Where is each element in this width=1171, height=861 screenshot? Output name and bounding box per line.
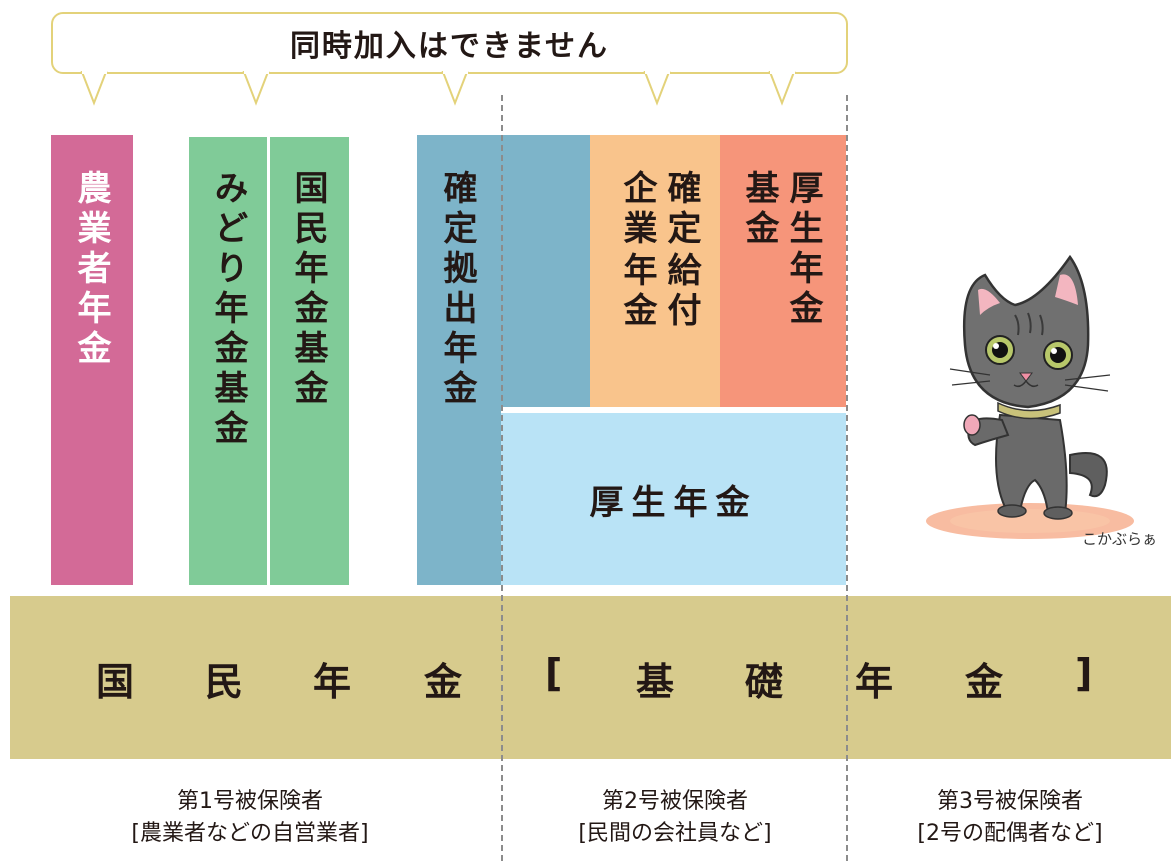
bubble-text: 同時加入はできません bbox=[289, 29, 610, 64]
group2-title: 第2号被保険者 bbox=[602, 789, 748, 814]
base-pension-band bbox=[10, 596, 1171, 759]
defined-benefit-label-col2-rest: 年金 bbox=[617, 252, 657, 332]
farmers-pension-bar bbox=[51, 135, 133, 585]
base-char-10: ] bbox=[1075, 651, 1093, 695]
mascot-caption: こかぶらぁ bbox=[1082, 530, 1158, 548]
defined-benefit-label-col1-rest: 給付 bbox=[661, 252, 701, 332]
midori-fund-label: みどり年金基金 bbox=[208, 170, 248, 450]
employees-pension-box bbox=[501, 413, 846, 585]
divider-right bbox=[846, 95, 848, 861]
group2-label: 第2号被保険者 [民間の会社員など] bbox=[515, 786, 835, 850]
base-char-2: 民 bbox=[205, 660, 244, 704]
group1-sub: [農業者などの自営業者] bbox=[131, 821, 369, 846]
base-char-8: 年 bbox=[855, 660, 894, 704]
group1-label: 第1号被保険者 [農業者などの自営業者] bbox=[60, 786, 440, 850]
base-char-7: 礎 bbox=[745, 660, 784, 704]
divider-left bbox=[501, 95, 503, 861]
base-char-5: [ bbox=[545, 651, 563, 695]
base-char-9: 金 bbox=[965, 660, 1004, 704]
defined-contribution-bar bbox=[417, 135, 501, 585]
base-char-1: 国 bbox=[96, 660, 135, 704]
farmers-pension-label: 農業者年金 bbox=[71, 170, 111, 370]
national-pension-fund-bar bbox=[270, 137, 349, 585]
defined-contribution-label: 確定拠出年金 bbox=[437, 170, 477, 410]
defined-benefit-label-col1: 確定 bbox=[661, 170, 701, 250]
group2-sub: [民間の会社員など] bbox=[578, 821, 772, 846]
base-char-6: 基 bbox=[636, 660, 675, 704]
base-char-4: 金 bbox=[424, 660, 463, 704]
midori-fund-bar bbox=[189, 137, 267, 585]
mascot-cat-illustration bbox=[926, 254, 1134, 539]
employees-pension-fund-label-col1: 厚生年金 bbox=[783, 170, 823, 330]
group3-sub: [2号の配偶者など] bbox=[917, 821, 1103, 846]
employees-pension-label: 厚生年金 bbox=[589, 482, 758, 523]
employees-pension-fund-label-col2: 基金 bbox=[739, 170, 779, 250]
group3-title: 第3号被保険者 bbox=[937, 789, 1083, 814]
employees-pension-fund-bar bbox=[720, 135, 846, 407]
national-pension-fund-label: 国民年金基金 bbox=[288, 170, 328, 410]
bubble-tails bbox=[80, 69, 796, 106]
defined-benefit-bar bbox=[590, 135, 720, 407]
defined-contribution-bar-ext bbox=[500, 135, 590, 407]
base-char-3: 年 bbox=[313, 660, 352, 704]
group3-label: 第3号被保険者 [2号の配偶者など] bbox=[860, 786, 1160, 850]
defined-benefit-label-col2: 企業 bbox=[617, 170, 657, 250]
group1-title: 第1号被保険者 bbox=[177, 789, 323, 814]
